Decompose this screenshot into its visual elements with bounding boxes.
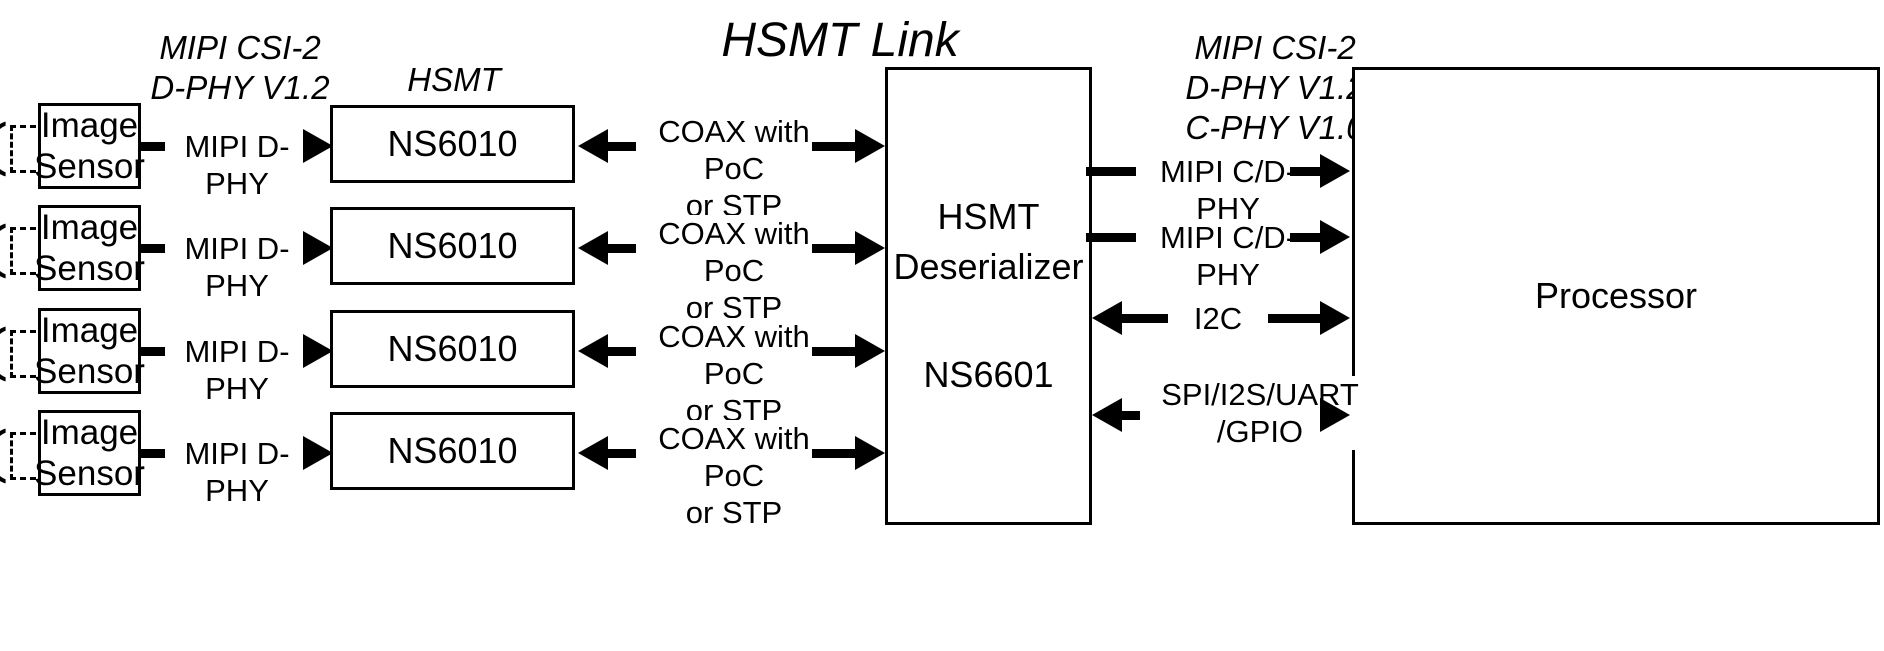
- coax-link-label-1: COAX with PoC or STP: [636, 113, 832, 224]
- diagram-title: HSMT Link: [721, 14, 959, 67]
- serializer-part-label-1: NS6010: [387, 123, 518, 164]
- processor-label: Processor: [1534, 275, 1698, 316]
- sensor-link-arrow-3: [303, 334, 333, 368]
- image-sensor-label-line2: Sensor: [34, 249, 145, 288]
- sensor-link-label-3: MIPI D-PHY: [165, 333, 309, 407]
- serializer-part-label-2: NS6010: [387, 225, 518, 266]
- deserializer-label-line2: Deserializer: [893, 246, 1084, 287]
- coax-arrow-right-3: [855, 334, 885, 368]
- image-sensor-label-line2: Sensor: [34, 352, 145, 391]
- deserializer-part-label: NS6601: [923, 354, 1054, 395]
- image-sensor-label-line2: Sensor: [34, 454, 145, 493]
- host-link-label-0: MIPI C/D-PHY: [1136, 153, 1320, 227]
- coax-line-right-2: [812, 244, 858, 253]
- sensor-link-arrow-2: [303, 231, 333, 265]
- annotation-left-mipi-phy: MIPI CSI-2 D-PHY V1.2: [150, 29, 330, 106]
- sensor-link-arrow-1: [303, 129, 333, 163]
- image-sensor-box-2: Image Sensor: [34, 205, 145, 291]
- coax-arrow-left-3: [578, 334, 608, 368]
- host-link-line-1b: [1290, 233, 1322, 242]
- coax-line-right-4: [812, 449, 858, 458]
- image-sensor-label-line1: Image: [40, 413, 139, 452]
- sensor-link-arrow-4: [303, 436, 333, 470]
- serializer-box-4: NS6010: [330, 412, 575, 490]
- host-link-arrow-right-1: [1320, 220, 1350, 254]
- coax-line-right-3: [812, 347, 858, 356]
- host-link-arrow-left-3: [1092, 398, 1122, 432]
- sensor-link-label-2: MIPI D-PHY: [165, 230, 309, 304]
- serializer-box-2: NS6010: [330, 207, 575, 285]
- coax-arrow-right-1: [855, 129, 885, 163]
- lens-icon-3: [0, 326, 60, 382]
- host-link-label-2: I2C: [1168, 300, 1268, 337]
- coax-link-label-3: COAX with PoC or STP: [636, 318, 832, 429]
- coax-link-label-2: COAX with PoC or STP: [636, 215, 832, 326]
- processor-box: Processor: [1352, 67, 1880, 525]
- image-sensor-label-line1: Image: [40, 311, 139, 350]
- image-sensor-box-4: Image Sensor: [34, 410, 145, 496]
- host-link-label-1: MIPI C/D-PHY: [1136, 219, 1320, 293]
- serializer-part-label-4: NS6010: [387, 430, 518, 471]
- coax-arrow-left-4: [578, 436, 608, 470]
- host-link-line-0b: [1290, 167, 1322, 176]
- image-sensor-label-line2: Sensor: [34, 147, 145, 186]
- coax-arrow-right-4: [855, 436, 885, 470]
- lens-icon-2: [0, 223, 60, 279]
- host-link-arrow-right-0: [1320, 154, 1350, 188]
- serializer-part-label-3: NS6010: [387, 328, 518, 369]
- lens-icon-1: [0, 121, 60, 177]
- coax-arrow-right-2: [855, 231, 885, 265]
- coax-line-right-1: [812, 142, 858, 151]
- host-link-arrow-right-3: [1320, 398, 1350, 432]
- sensor-link-label-4: MIPI D-PHY: [165, 435, 309, 509]
- deserializer-box: HSMT Deserializer NS6601: [885, 67, 1092, 525]
- image-sensor-box-3: Image Sensor: [34, 308, 145, 394]
- image-sensor-label-line1: Image: [40, 106, 139, 145]
- coax-arrow-left-1: [578, 129, 608, 163]
- serializer-box-3: NS6010: [330, 310, 575, 388]
- image-sensor-box-1: Image Sensor: [34, 103, 145, 189]
- serializer-box-1: NS6010: [330, 105, 575, 183]
- coax-link-label-4: COAX with PoC or STP: [636, 420, 832, 531]
- image-sensor-label-line1: Image: [40, 208, 139, 247]
- host-link-arrow-left-2: [1092, 301, 1122, 335]
- deserializer-label-line1: HSMT: [937, 196, 1040, 237]
- sensor-link-label-1: MIPI D-PHY: [165, 128, 309, 202]
- host-link-arrow-right-2: [1320, 301, 1350, 335]
- coax-arrow-left-2: [578, 231, 608, 265]
- lens-icon-4: [0, 428, 60, 484]
